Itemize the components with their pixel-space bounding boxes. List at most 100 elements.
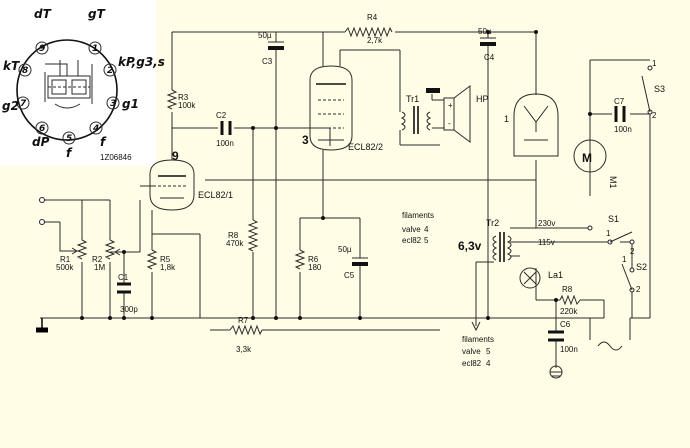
filaments-note-top: filaments valve 4 ecl82 5 (402, 211, 434, 245)
svg-text:4: 4 (486, 359, 491, 368)
svg-text:C2: C2 (216, 111, 227, 120)
svg-text:+: + (448, 101, 453, 110)
tap-230v: 230v (538, 219, 555, 228)
pin-1-label: gT (88, 7, 106, 21)
capacitor-c6: C6 100n (548, 320, 578, 354)
capacitor-c7: C7 100n (614, 97, 632, 134)
svg-text:470k: 470k (226, 239, 244, 248)
svg-text:2: 2 (630, 247, 635, 256)
svg-text:R6: R6 (308, 255, 319, 264)
lamp-la1: La1 (519, 267, 563, 289)
svg-text:valve: valve (462, 347, 481, 356)
r2-wiper-arrow (114, 248, 140, 256)
pin-9-label: dT (34, 7, 52, 21)
pin-2: 2 kP,g3,s (103, 55, 165, 77)
svg-text:3,3k: 3,3k (236, 345, 252, 354)
svg-text:3: 3 (110, 99, 116, 109)
transformer-tr2: Tr2 6,3v 230v 115v (458, 218, 555, 263)
pin-3-label: g1 (122, 97, 139, 111)
pin-4: 4 f (89, 121, 107, 149)
resistor-r1: R1 500k (56, 239, 88, 272)
r1-wiper-arrow (59, 222, 78, 255)
svg-text:La1: La1 (548, 270, 563, 280)
wiring (40, 31, 651, 368)
secondary-voltage: 6,3v (458, 239, 482, 253)
svg-text:1: 1 (92, 44, 98, 54)
pin-8: 8 kT (3, 59, 32, 77)
svg-text:C1: C1 (118, 273, 129, 282)
input-terminal-2 (39, 219, 45, 225)
pin-4-label: f (100, 135, 107, 149)
pinout-electrodes (44, 60, 93, 109)
resistor-r8-220k: R8 220k (559, 285, 581, 316)
pinout-box-background (0, 0, 156, 166)
pin-7-label: g2 (2, 99, 19, 113)
svg-text:M: M (582, 151, 592, 165)
svg-text:8: 8 (22, 66, 28, 76)
ground-terminal (36, 318, 48, 333)
svg-text:7: 7 (20, 99, 27, 109)
svg-text:R7: R7 (238, 316, 249, 325)
svg-text:C3: C3 (262, 57, 273, 66)
svg-text:M1: M1 (608, 176, 618, 189)
svg-text:1: 1 (652, 59, 657, 68)
pin-8-label: kT (3, 59, 20, 73)
pin-5: 5 f (62, 131, 76, 160)
svg-text:100k: 100k (178, 101, 196, 110)
switch-s1: S1 1 2 (587, 214, 635, 256)
svg-text:ecl82: ecl82 (462, 359, 482, 368)
svg-text:R4: R4 (367, 13, 378, 22)
speaker-hp: + - HP (426, 85, 489, 143)
svg-text:valve: valve (402, 225, 421, 234)
ground-earth (549, 365, 563, 379)
svg-text:S2: S2 (636, 262, 647, 272)
pin-7: 7 g2 (2, 96, 30, 113)
tap-115v: 115v (538, 238, 555, 247)
svg-text:1: 1 (622, 255, 627, 264)
svg-text:S3: S3 (654, 84, 665, 94)
svg-text:100n: 100n (560, 345, 578, 354)
pinout-diagram: 9 dT 1 gT 8 kT 2 kP,g3,s 7 g2 3 g1 (2, 7, 165, 162)
svg-text:ecl82: ecl82 (402, 236, 422, 245)
transformer-tr1: Tr1 (400, 94, 432, 134)
svg-text:1,8k: 1,8k (160, 263, 176, 272)
svg-text:filaments: filaments (462, 335, 494, 344)
input-terminal-1 (39, 197, 45, 203)
svg-text:4: 4 (424, 225, 429, 234)
pinout-outline (16, 39, 118, 141)
svg-text:4: 4 (92, 124, 99, 134)
svg-text:2: 2 (107, 66, 113, 76)
svg-text:C7: C7 (614, 97, 625, 106)
svg-text:R1: R1 (60, 255, 71, 264)
svg-text:R5: R5 (160, 255, 171, 264)
valve-ecl82-2-label: ECL82/2 (348, 142, 383, 152)
svg-text:HP: HP (476, 94, 489, 104)
resistor-r5: R5 1,8k (146, 249, 176, 272)
svg-text:180: 180 (308, 263, 322, 272)
svg-text:100n: 100n (614, 125, 632, 134)
mains-ac-symbol (597, 341, 623, 351)
svg-text:R3: R3 (178, 93, 189, 102)
capacitor-c5: 50µ C5 (338, 245, 368, 280)
pin-2-label: kP,g3,s (118, 55, 165, 69)
pin-9: 9 dT (34, 7, 52, 55)
svg-text:6: 6 (39, 124, 45, 134)
pin-6: 6 dP (32, 121, 50, 149)
resistor-r4: R4 2,7k (344, 13, 393, 45)
svg-text:100n: 100n (216, 139, 234, 148)
capacitor-c1: C1 300p (117, 273, 138, 314)
junction-dots (80, 30, 592, 320)
svg-text:300p: 300p (120, 305, 138, 314)
svg-text:220k: 220k (560, 307, 578, 316)
valve-ecl82-1-label: ECL82/1 (198, 190, 233, 200)
pinout-code: 1Z06846 (100, 153, 132, 162)
switch-s3: S3 1 2 (641, 59, 665, 120)
capacitor-c3: 50µ C3 (258, 31, 284, 66)
capacitor-c2: C2 100n (216, 111, 234, 148)
svg-text:filaments: filaments (402, 211, 434, 220)
svg-text:2: 2 (636, 285, 641, 294)
pin-3: 3 g1 (106, 96, 139, 111)
valve-ecl82-1-pin: 9 (172, 149, 179, 163)
